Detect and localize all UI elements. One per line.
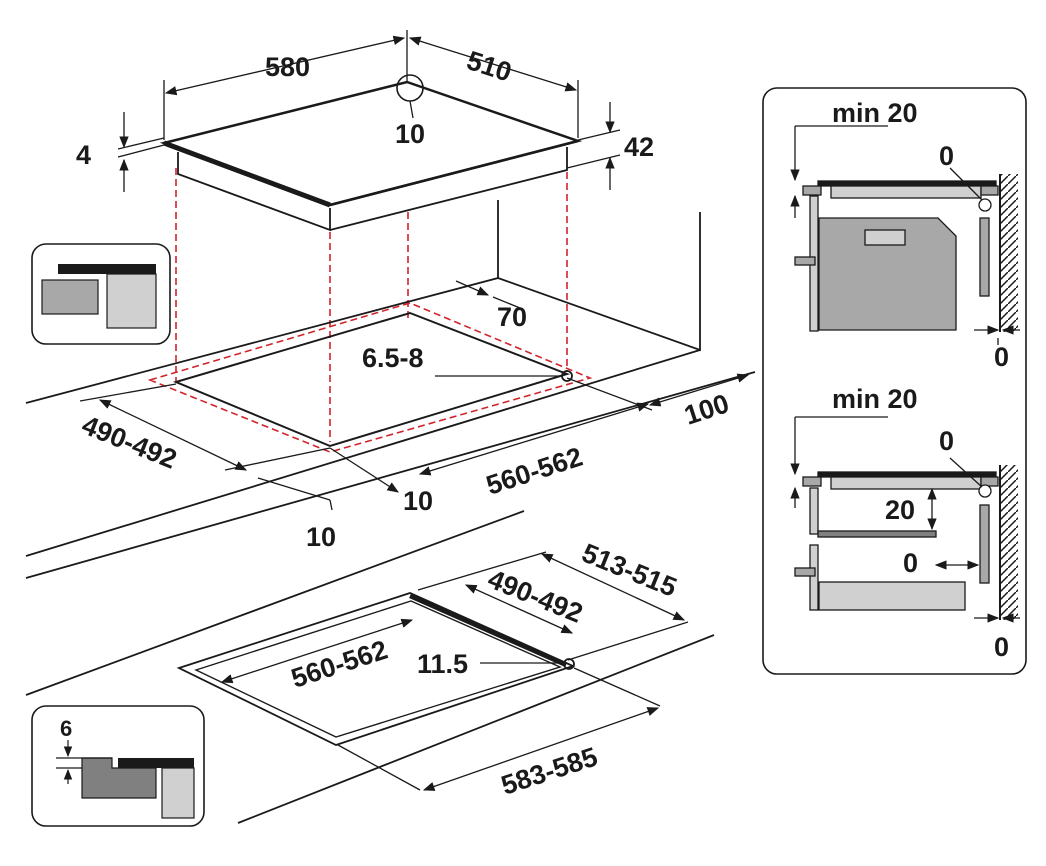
dim-total-height: 42 (624, 132, 654, 162)
cutout-dimension-lines (79, 280, 750, 511)
dim-glass-thickness: 4 (76, 140, 91, 170)
dim-rebate-depth: 6 (60, 716, 72, 741)
dim-side-margin-b: 10 (306, 522, 336, 552)
upper-wall-gap: 0 (994, 342, 1009, 372)
dim-flush-radius: 11.5 (417, 649, 468, 679)
lower-min-gap: min 20 (832, 384, 918, 414)
side-views-panel: min 20 0 0 min 20 0 (762, 87, 1027, 675)
upper-min-gap: min 20 (832, 98, 918, 128)
lower-top-gap: 0 (939, 426, 954, 456)
dim-width: 580 (265, 52, 310, 82)
dim-cutout-depth: 490-492 (78, 410, 181, 475)
dim-corner-radius: 10 (395, 119, 425, 149)
hob-3d (159, 80, 583, 232)
flush-dimension-lines (220, 551, 689, 791)
dim-inner-depth: 490-492 (484, 564, 587, 629)
dim-depth: 510 (463, 45, 515, 87)
lower-shelf-clear: 0 (903, 548, 918, 578)
dim-side-margin-a: 10 (403, 486, 433, 516)
inset-rebate (31, 705, 205, 827)
inset-cabinet (31, 243, 171, 345)
side-view-lower (790, 416, 1020, 623)
lower-shelf-gap: 20 (885, 495, 915, 525)
hidden-lines (147, 168, 593, 453)
lower-wall-gap: 0 (994, 632, 1009, 662)
upper-top-gap: 0 (939, 141, 954, 171)
side-view-upper (790, 125, 1020, 345)
dim-rear-clearance: 100 (681, 388, 733, 430)
hob-dimension-lines (117, 30, 621, 192)
dim-front-clearance: 70 (497, 302, 527, 332)
dim-cutout-radius: 6.5-8 (362, 343, 424, 373)
dim-outer-width: 583-585 (498, 742, 602, 801)
dim-outer-depth: 513-515 (578, 538, 681, 603)
